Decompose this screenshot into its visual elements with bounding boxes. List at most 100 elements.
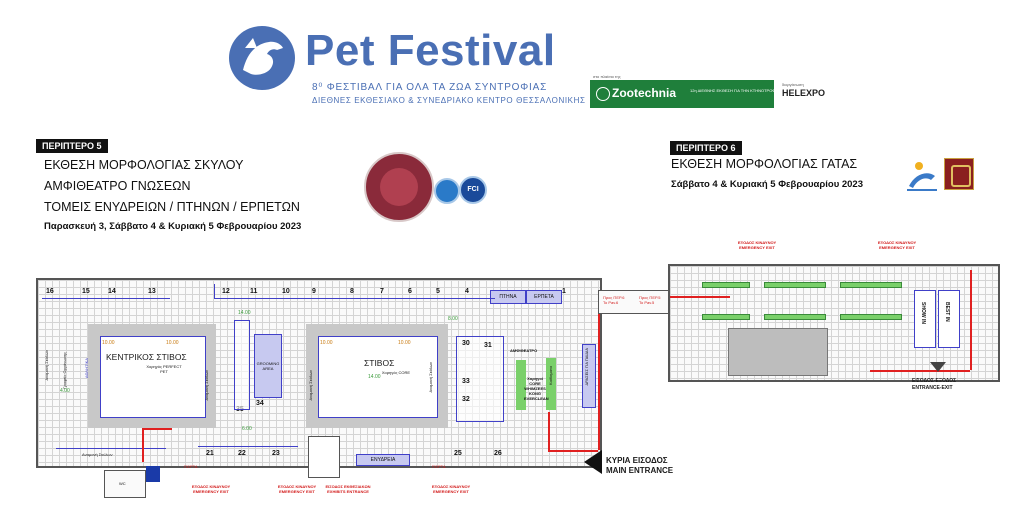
organizer-name: HELEXPO — [782, 88, 826, 98]
stand-number: 12 — [222, 288, 230, 295]
waiting-area-bottom — [56, 448, 166, 461]
waiting-area-label: Αναμονή Σκύλων — [204, 370, 209, 401]
exhibits-entrance-door — [308, 436, 340, 478]
corridor-label: Προς ΠΕΡ.5 To Pav.5 — [639, 295, 661, 305]
route-line — [598, 290, 600, 450]
waiting-area-label: Αναμονή Σκύλων — [82, 452, 113, 457]
festival-title: Pet Festival — [305, 26, 556, 75]
aquariums-area: ΕΝΥΔΡΕΙΑ — [356, 454, 410, 466]
stand-number: 33 — [462, 378, 470, 385]
seating-label: Καθίσματα — [548, 366, 553, 385]
ring2-sponsor: Χορηγός CORE — [381, 370, 411, 375]
bottom-stand-row-left — [198, 446, 298, 461]
ring-dimension: 10.00 — [398, 340, 411, 346]
organizer-office-label: Γραφείο Οργάνωσης — [62, 352, 67, 389]
pavilion6-entrance-label: ΕΙΣΟΔΟΣ-ΕΞΟΔΟΣ — [912, 378, 957, 384]
pavilion5-floor-plan: 16 15 14 13 12 11 10 9 8 7 6 5 4 1 ΠΤΗΝΑ… — [36, 278, 602, 469]
main-ring-title: ΚΕΝΤΡΙΚΟΣ ΣΤΙΒΟΣ — [106, 352, 187, 362]
door-label: ΠΟΡΤΑ — [184, 464, 198, 469]
ring-dimension: 10.00 — [320, 340, 333, 346]
kids-activities-area — [582, 344, 596, 408]
best-in-ring — [938, 290, 960, 348]
zootechnia-banner: Zootechnia 12η ΔΙΕΘΝΗΣ ΕΚΘΕΣΗ ΓΙΑ ΤΗΝ ΚΤ… — [590, 80, 814, 108]
main-ring-sponsor: Χορηγός PERFECT PET — [146, 364, 182, 374]
stand-number: 8 — [350, 288, 354, 295]
stand-number: 1 — [562, 288, 566, 295]
festival-venue: ΔΙΕΘΝΕΣ ΕΚΘΕΣΙΑΚΟ & ΣΥΝΕΔΡΙΑΚΟ ΚΕΝΤΡΟ ΘΕ… — [312, 96, 586, 105]
partner-label: στο πλαίσιο της — [593, 74, 621, 79]
emergency-exit-label: ΕΞΟΔΟΣ ΚΙΝΔΥΝΟΥ EMERGENCY EXIT — [191, 484, 231, 494]
pavilion5-line-1: ΕΚΘΕΣΗ ΜΟΡΦΟΛΟΓΙΑΣ ΣΚΥΛΟΥ — [44, 158, 244, 172]
cat-club-logo-icon — [905, 156, 939, 192]
route-line — [548, 412, 550, 452]
festival-subtitle: 8⁰ ΦΕΣΤΙΒΑΛ ΓΙΑ ΟΛΑ ΤΑ ΖΩΑ ΣΥΝΤΡΟΦΙΑΣ — [312, 82, 548, 93]
ring2-title: ΣΤΙΒΟΣ — [364, 358, 395, 368]
amphitheatre-sponsors: Χορηγοί CORE WHIMZEES KONG EVERCLEAN — [524, 376, 549, 401]
cat-association-logo-icon — [944, 158, 974, 190]
stand-number: 14 — [108, 288, 116, 295]
door-label: ΠΟΡΤΑ — [432, 464, 446, 469]
emergency-exit-label: ΕΞΟΔΟΣ ΚΙΝΔΥΝΟΥ EMERGENCY EXIT — [431, 484, 471, 494]
route-line — [670, 296, 730, 298]
stand-number: 7 — [380, 288, 384, 295]
stand-number: 23 — [272, 450, 280, 457]
top-stand-row-right — [214, 284, 495, 299]
main-entrance-arrow-icon — [584, 450, 602, 474]
cat-show-main-area — [728, 328, 828, 376]
fci-badge-icon: FCI — [459, 176, 487, 204]
best-in-label: BEST IN — [944, 302, 950, 322]
emergency-exit-label: ΕΞΟΔΟΣ ΚΙΝΔΥΝΟΥ EMERGENCY EXIT — [737, 240, 777, 250]
stand-number: 21 — [206, 450, 214, 457]
stand-number: 6 — [408, 288, 412, 295]
stand-number: 22 — [238, 450, 246, 457]
association-badge-icon — [434, 178, 460, 204]
pavilion6-entrance-label-en: ENTRANCE-EXIT — [912, 385, 953, 391]
stand-number: 32 — [462, 396, 470, 403]
pavilion5-line-3: ΤΟΜΕΙΣ ΕΝΥΔΡΕΙΩΝ / ΠΤΗΝΩΝ / ΕΡΠΕΤΩΝ — [44, 200, 300, 214]
grooming-area: GROOMING AREA — [254, 334, 282, 398]
dimension-label: 6.00 — [242, 426, 252, 432]
stand-number: 30 — [462, 340, 470, 347]
show-in-label: SHOW IN — [920, 302, 926, 324]
amphitheatre-label: ΑΜΦΙΘΕΑΤΡΟ — [510, 348, 538, 353]
stand-number: 31 — [484, 342, 492, 349]
waiting-area-label: Αναμονή Σκύλων — [428, 362, 433, 393]
pavilion6-dates: Σάββατο 4 & Κυριακή 5 Φεβρουαρίου 2023 — [671, 179, 864, 190]
sports-area-label: ΑΘΛΗΤΙΚΑ — [84, 358, 89, 379]
stand-number: 26 — [494, 450, 502, 457]
entrance-arrow-icon — [930, 362, 946, 372]
ring-dimension: 14.00 — [238, 310, 251, 316]
stand-number: 16 — [46, 288, 54, 295]
reptiles-area: ΕΡΠΕΤΑ — [526, 290, 562, 304]
pavilion6-floor-plan: SHOW IN BEST IN — [668, 264, 1000, 382]
main-entrance-label-en: MAIN ENTRANCE — [606, 466, 674, 475]
stand-number: 5 — [436, 288, 440, 295]
route-line — [870, 370, 970, 372]
partner-description: 12η ΔΙΕΘΝΗΣ ΕΚΘΕΣΗ ΓΙΑ ΤΗΝ ΚΤΗΝΟΤΡΟΦΙΑ &… — [690, 88, 814, 93]
show-in-ring — [914, 290, 936, 348]
cat-cage-row — [840, 314, 902, 320]
top-stand-row-left — [42, 284, 170, 299]
pavilion5-tag: ΠΕΡΙΠΤΕΡΟ 5 — [36, 139, 108, 153]
ring-dimension: 14.00 — [368, 374, 381, 380]
dimension-label: 4.00 — [60, 388, 70, 394]
route-line — [548, 450, 598, 452]
route-line — [970, 270, 972, 370]
stand-number: 4 — [465, 288, 469, 295]
ring-dimension: 10.00 — [166, 340, 179, 346]
wc-block: WC — [104, 470, 146, 498]
ring2 — [318, 336, 438, 418]
stand-number: 25 — [454, 450, 462, 457]
stand-number: 15 — [82, 288, 90, 295]
amphitheatre-bar — [516, 360, 526, 410]
stand-number: 11 — [250, 288, 258, 295]
zootechnia-logo-icon — [596, 87, 610, 101]
partner-name: Zootechnia — [612, 86, 677, 100]
stand-number: 9 — [312, 288, 316, 295]
pet-festival-logo-icon — [229, 26, 295, 90]
exit-arrow-icon — [146, 466, 160, 482]
cat-cage-row — [840, 282, 902, 288]
waiting-area-label: Αναμονή Σκύλων — [308, 370, 313, 401]
cat-cage-row — [702, 314, 750, 320]
cat-cage-row — [702, 282, 750, 288]
